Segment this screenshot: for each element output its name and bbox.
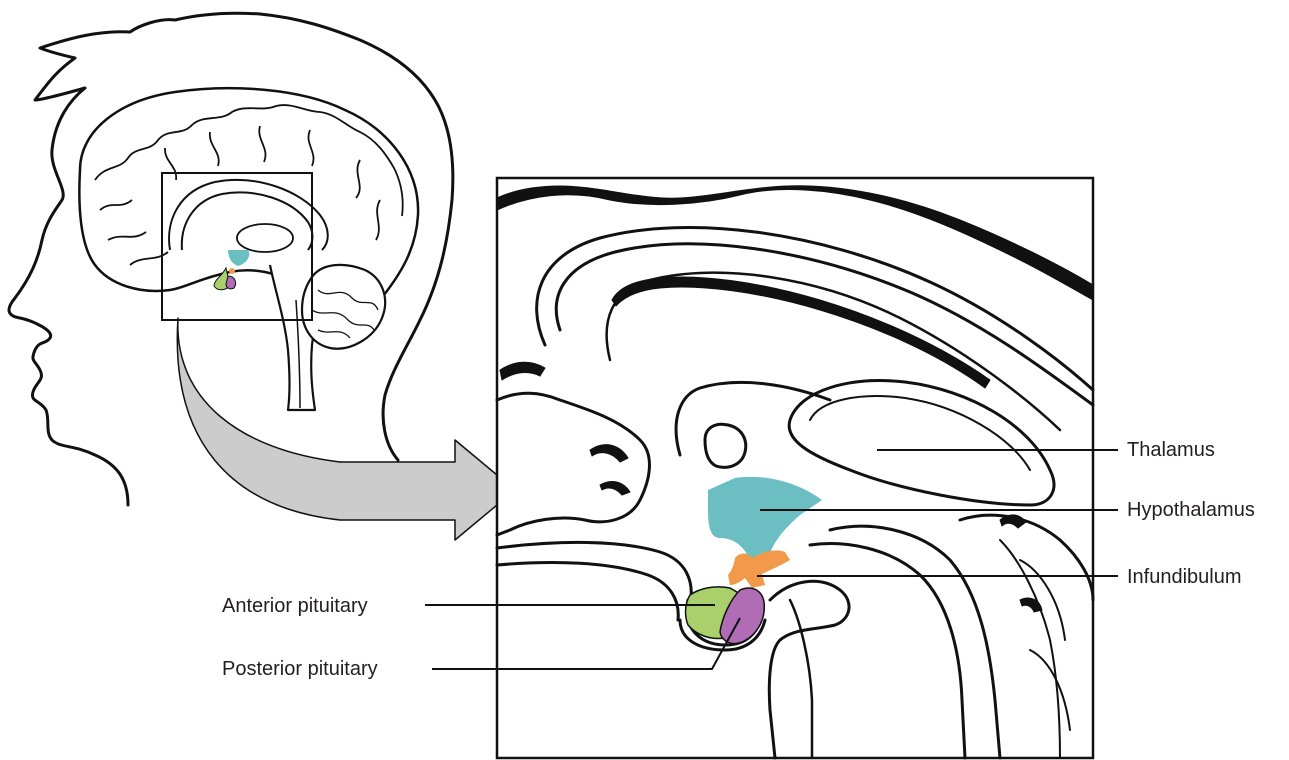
infundibulum-region — [728, 550, 790, 588]
head-profile — [7, 11, 455, 507]
hypothalamus-region — [708, 476, 822, 560]
zoom-arrow — [176, 317, 516, 541]
inset-brain-detail — [495, 185, 1095, 760]
inset-colored-structures — [684, 476, 822, 645]
zoom-indicator-box — [161, 172, 313, 321]
thalamus-label: Thalamus — [1127, 439, 1215, 461]
hypothalamus-label: Hypothalamus — [1127, 499, 1255, 521]
leader-lines — [425, 449, 1118, 670]
anterior-pituitary-label: Anterior pituitary — [222, 595, 368, 617]
posterior-pituitary-label: Posterior pituitary — [222, 658, 378, 680]
inset-frame — [495, 176, 1095, 760]
infundibulum-label: Infundibulum — [1127, 566, 1242, 588]
small-pituitary-colors — [213, 250, 250, 291]
small-brain — [78, 86, 420, 412]
posterior-pituitary-leader — [432, 617, 741, 670]
posterior-pituitary-region — [719, 587, 766, 645]
